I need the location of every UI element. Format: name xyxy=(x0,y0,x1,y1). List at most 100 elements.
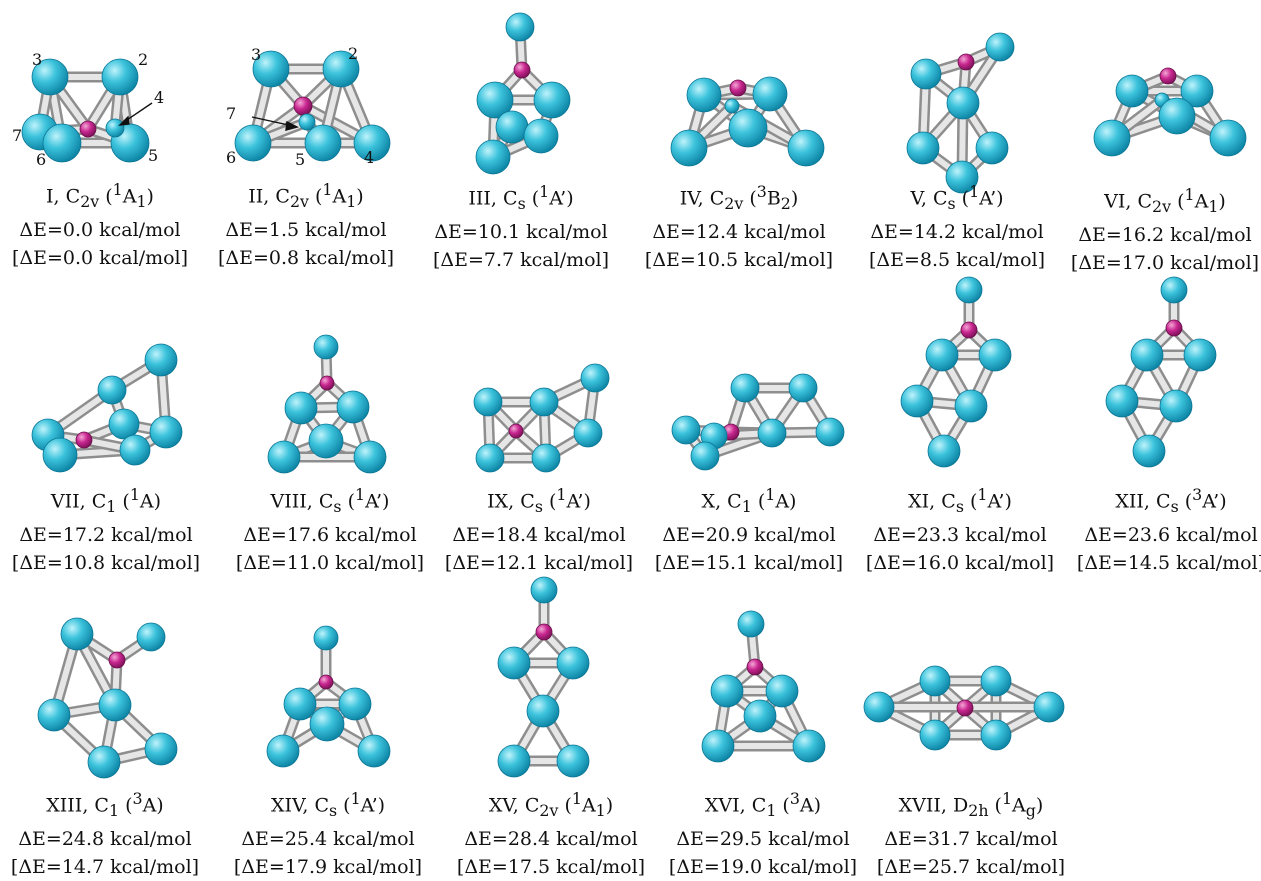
caption-VII: VII, C1 (1A) ΔE=17.2 kcal/mol [ΔE=10.8 k… xyxy=(0,481,221,577)
caption-XI: XI, Cs (1A’) ΔE=23.3 kcal/mol [ΔE=16.0 k… xyxy=(845,481,1075,577)
atom xyxy=(101,58,139,96)
atom xyxy=(313,625,339,651)
energy-value-bracket: [ΔE=15.1 kcal/mol] xyxy=(654,552,844,575)
atom xyxy=(42,123,82,163)
atom xyxy=(119,434,151,466)
atom xyxy=(304,124,342,162)
atom xyxy=(1115,74,1149,108)
caption-I: I, C2v (1A1) ΔE=0.0 kcal/mol [ΔE=0.0 kca… xyxy=(0,176,215,272)
caption-title: XIII, C1 (3A) xyxy=(46,789,164,821)
caption-title: X, C1 (1A) xyxy=(701,485,797,517)
atom xyxy=(1183,338,1217,372)
atom xyxy=(686,77,722,113)
caption-X: X, C1 (1A) ΔE=20.9 kcal/mol [ΔE=15.1 kca… xyxy=(634,481,864,577)
energy-value: ΔE=25.4 kcal/mol xyxy=(241,828,415,851)
energy-value-bracket: [ΔE=17.5 kcal/mol] xyxy=(456,856,646,879)
atom xyxy=(526,694,560,728)
atom xyxy=(149,415,183,449)
atom-label-4: 4 xyxy=(154,88,165,107)
energy-value: ΔE=17.2 kcal/mol xyxy=(19,524,193,547)
atom xyxy=(954,389,988,423)
caption-II: II, C2v (1A1) ΔE=1.5 kcal/mol [ΔE=0.8 kc… xyxy=(191,176,421,272)
atom xyxy=(531,443,561,473)
atom xyxy=(476,81,514,119)
center-atom xyxy=(535,623,553,641)
caption-title: IX, Cs (1A’) xyxy=(487,485,591,517)
energy-value: ΔE=24.8 kcal/mol xyxy=(18,828,192,851)
atom xyxy=(529,387,559,417)
atom xyxy=(309,706,345,742)
atom xyxy=(724,98,740,114)
energy-value: ΔE=20.9 kcal/mol xyxy=(662,524,836,547)
atom xyxy=(1159,389,1193,423)
atom xyxy=(1093,119,1131,157)
energy-value: ΔE=18.4 kcal/mol xyxy=(452,524,626,547)
atom xyxy=(788,373,818,403)
caption-XV: XV, C2v (1A1) ΔE=28.4 kcal/mol [ΔE=17.5 … xyxy=(436,785,666,881)
energy-value: ΔE=17.6 kcal/mol xyxy=(243,524,417,547)
energy-value: ΔE=31.7 kcal/mol xyxy=(884,828,1058,851)
energy-value: ΔE=1.5 kcal/mol xyxy=(225,219,387,242)
atom xyxy=(556,646,590,680)
center-atom xyxy=(957,53,975,71)
atom xyxy=(919,665,951,697)
energy-value-bracket: [ΔE=16.0 kcal/mol] xyxy=(865,552,1055,575)
atom xyxy=(737,610,765,638)
atom xyxy=(252,50,290,88)
caption-title: XV, C2v (1A1) xyxy=(488,789,614,821)
atom xyxy=(1180,74,1214,108)
atom xyxy=(37,698,71,732)
atom xyxy=(497,744,531,778)
atom xyxy=(98,688,132,722)
atom xyxy=(815,417,845,447)
atom xyxy=(728,108,768,148)
atom xyxy=(108,408,140,440)
atom xyxy=(1158,97,1196,135)
atom-label-4: 4 xyxy=(364,148,375,167)
atom xyxy=(353,440,387,474)
caption-title: XVII, D2h (1Ag) xyxy=(898,789,1044,821)
atom xyxy=(338,687,372,721)
atom xyxy=(980,665,1012,697)
atom xyxy=(266,734,300,768)
atom xyxy=(308,423,344,459)
atom xyxy=(523,118,559,154)
energy-value: ΔE=16.2 kcal/mol xyxy=(1078,224,1252,247)
atom xyxy=(925,338,959,372)
atom xyxy=(495,110,529,144)
atom xyxy=(533,81,571,119)
atom xyxy=(298,113,316,131)
atom xyxy=(743,699,777,733)
atom xyxy=(863,691,895,723)
caption-title: VII, C1 (1A) xyxy=(50,485,162,517)
center-atom xyxy=(729,79,747,97)
center-atom xyxy=(1165,319,1183,337)
caption-title: I, C2v (1A1) xyxy=(46,180,154,212)
caption-VIII: VIII, Cs (1A’) ΔE=17.6 kcal/mol [ΔE=11.0… xyxy=(215,481,445,577)
caption-title: II, C2v (1A1) xyxy=(248,180,364,212)
caption-title: III, Cs (1A’) xyxy=(468,182,574,214)
atom xyxy=(573,418,603,448)
atom xyxy=(580,363,610,393)
energy-value-bracket: [ΔE=25.7 kcal/mol] xyxy=(876,856,1066,879)
atom xyxy=(31,58,69,96)
atom-label-5: 5 xyxy=(148,146,159,165)
energy-value: ΔE=12.4 kcal/mol xyxy=(652,221,826,244)
caption-VI: VI, C2v (1A1) ΔE=16.2 kcal/mol [ΔE=17.0 … xyxy=(1050,181,1261,277)
atom xyxy=(336,390,370,424)
atom xyxy=(313,334,339,360)
energy-value-bracket: [ΔE=17.0 kcal/mol] xyxy=(1070,252,1260,275)
caption-title: VI, C2v (1A1) xyxy=(1104,185,1226,217)
caption-V: V, Cs (1A’) ΔE=14.2 kcal/mol [ΔE=8.5 kca… xyxy=(842,178,1072,274)
caption-XII: XII, Cs (3A’) ΔE=23.6 kcal/mol [ΔE=14.5 … xyxy=(1056,481,1261,577)
atom xyxy=(284,391,318,425)
caption-title: XI, Cs (1A’) xyxy=(908,485,1012,517)
energy-value-bracket: [ΔE=7.7 kcal/mol] xyxy=(432,249,610,272)
caption-title: XII, Cs (3A’) xyxy=(1115,485,1227,517)
atom xyxy=(97,375,127,405)
atom xyxy=(978,338,1012,372)
atom xyxy=(136,622,166,652)
caption-title: XIV, Cs (1A’) xyxy=(270,789,386,821)
caption-III: III, Cs (1A’) ΔE=10.1 kcal/mol [ΔE=7.7 k… xyxy=(406,178,636,274)
